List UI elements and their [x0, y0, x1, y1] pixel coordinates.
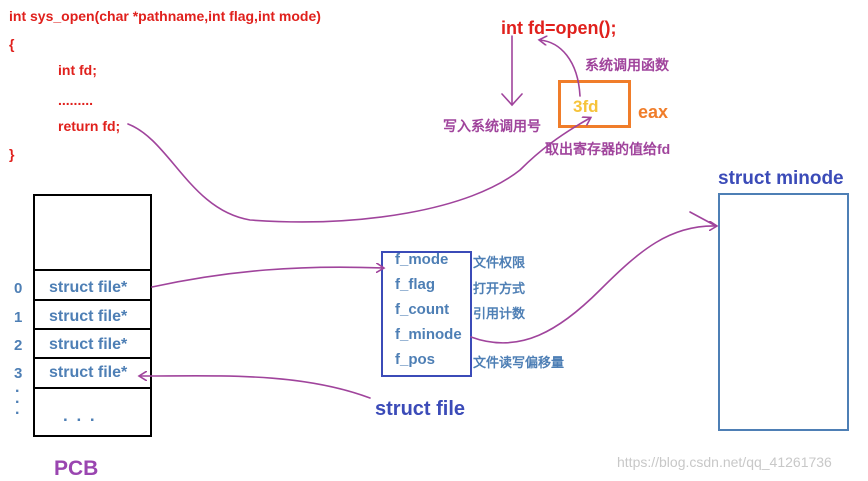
arrow-minode-stub	[689, 211, 717, 227]
pcb-divider	[33, 357, 152, 359]
pcb-divider	[33, 299, 152, 301]
code-line-close-brace: }	[9, 146, 15, 162]
pcb-divider	[33, 387, 152, 389]
syscall-func-label: 系统调用函数	[585, 57, 669, 73]
arrowhead-down	[501, 93, 523, 107]
pcb-divider	[33, 328, 152, 330]
desc-f-flag: 打开方式	[473, 281, 526, 296]
pcb-divider	[33, 269, 152, 271]
arrow-entry0-to-file	[151, 267, 383, 288]
register-value: 3fd	[573, 97, 599, 116]
write-syscall-label: 写入系统调用号	[443, 118, 541, 134]
pcb-box	[33, 194, 152, 437]
pcb-index-2: 2	[14, 337, 23, 354]
pcb-index-0: 0	[14, 280, 23, 297]
code-line-signature: int sys_open(char *pathname,int flag,int…	[9, 8, 321, 24]
field-f-minode: f_minode	[395, 326, 462, 343]
pcb-index-vdots: . . .	[15, 379, 20, 418]
desc-f-count: 引用计数	[473, 306, 526, 321]
code-line-open-brace: {	[9, 36, 15, 52]
struct-file-box	[381, 251, 472, 377]
pcb-entry-2: struct file*	[49, 336, 128, 353]
pcb-entry-1: struct file*	[49, 308, 128, 325]
open-call-text: int fd=open();	[501, 18, 617, 38]
field-f-flag: f_flag	[395, 276, 436, 293]
arrow-label-to-entry3	[140, 376, 371, 399]
arrow-minode-to-inode	[470, 226, 716, 344]
pcb-label: PCB	[54, 457, 99, 480]
field-f-count: f_count	[395, 301, 450, 318]
struct-file-label: struct file	[375, 398, 466, 420]
arrow-eax-to-fd	[540, 40, 581, 97]
eax-label: eax	[638, 102, 669, 122]
arrow-return-to-eax	[127, 118, 590, 223]
field-f-mode: f_mode	[395, 251, 449, 268]
struct-minode-box	[718, 193, 849, 431]
read-register-label: 取出寄存器的值给fd	[545, 141, 671, 157]
desc-f-mode: 文件权限	[473, 255, 526, 270]
desc-f-pos: 文件读写偏移量	[473, 355, 565, 370]
watermark: https://blog.csdn.net/qq_41261736	[617, 454, 832, 470]
pcb-entry-0: struct file*	[49, 279, 128, 296]
pcb-ellipsis: . . .	[63, 406, 97, 425]
pcb-index-3: 3	[14, 365, 23, 382]
code-line-return: return fd;	[58, 118, 121, 134]
code-line-fd-decl: int fd;	[58, 62, 97, 78]
eax-register-box	[558, 80, 631, 128]
struct-minode-label: struct minode	[718, 168, 844, 189]
pcb-entry-3: struct file*	[49, 364, 128, 381]
pcb-index-1: 1	[14, 309, 23, 326]
code-line-ellipsis: .........	[58, 92, 94, 108]
field-f-pos: f_pos	[395, 351, 436, 368]
